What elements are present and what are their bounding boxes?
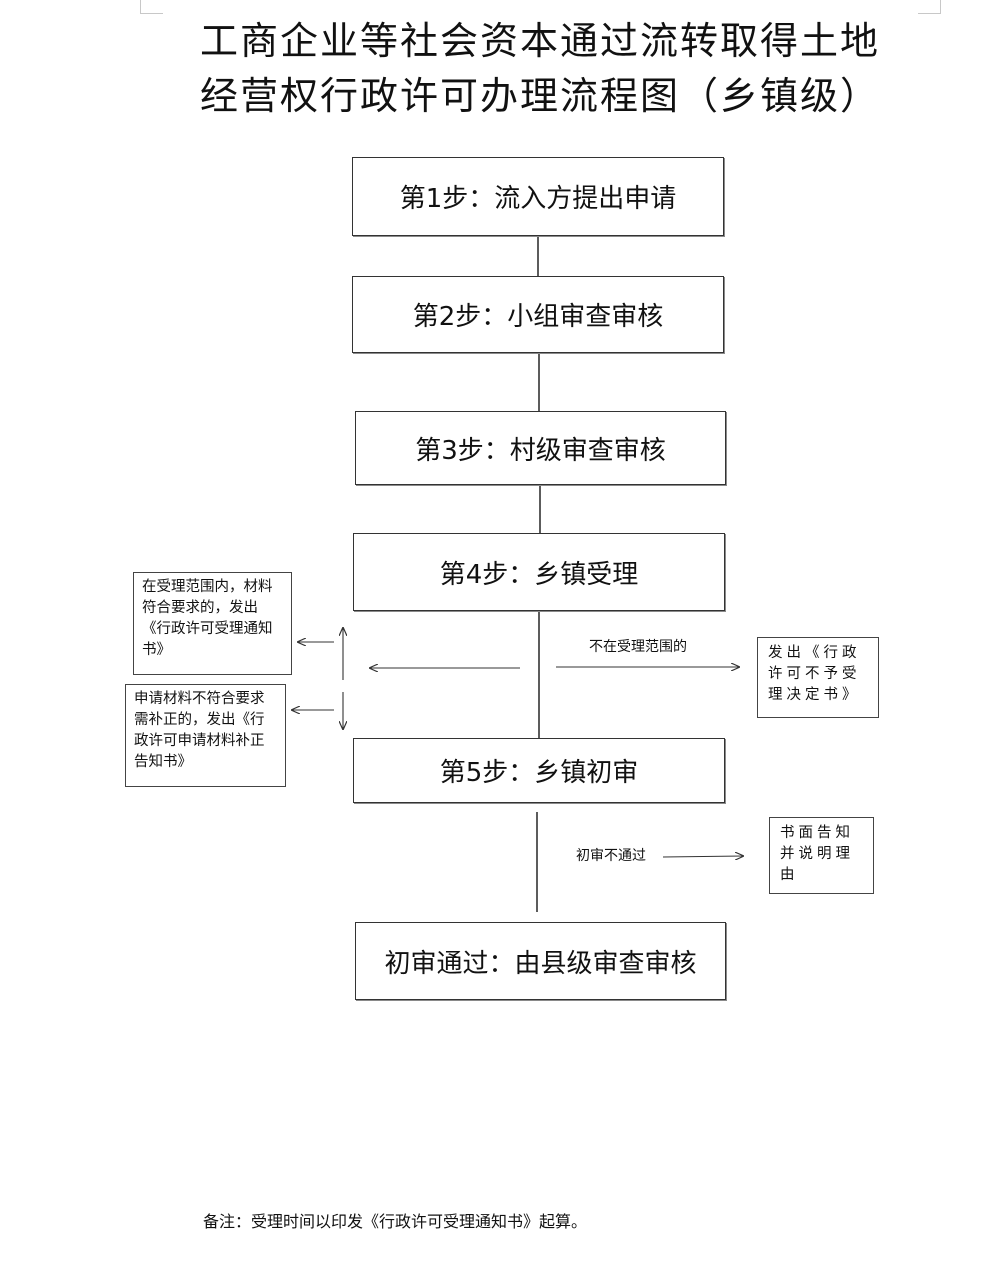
- arrow-to-notice-box: [662, 856, 743, 857]
- page-corner-mark-left: [140, 0, 163, 14]
- edge-label-not-in-scope: 不在受理范围的: [589, 639, 687, 655]
- edge-label-initial-fail: 初审不通过: [576, 848, 646, 864]
- accept-notice-box: 在受理范围内，材料符合要求的，发出《行政许可受理通知书》: [133, 572, 292, 675]
- step-1-box: 第1步：流入方提出申请: [352, 157, 724, 236]
- reject-decision-box: 发出《行政许可不予受理决定书》: [757, 637, 879, 718]
- written-notice-box: 书面告知并说明理由: [769, 817, 874, 894]
- step-5-box: 第5步：乡镇初审: [353, 738, 725, 803]
- page-corner-mark-right: [918, 0, 941, 14]
- page-title-line-2: 经营权行政许可办理流程图（乡镇级）: [200, 74, 881, 118]
- step-3-box: 第3步：村级审查审核: [355, 411, 726, 485]
- result-box: 初审通过：由县级审查审核: [355, 922, 726, 1000]
- page-title-line-1: 工商企业等社会资本通过流转取得土地: [200, 19, 881, 63]
- step-2-box: 第2步：小组审查审核: [352, 276, 724, 353]
- step-4-box: 第4步：乡镇受理: [353, 533, 725, 611]
- supplement-notice-box: 申请材料不符合要求需补正的，发出《行政许可申请材料补正告知书》: [125, 684, 286, 787]
- footnote: 备注：受理时间以印发《行政许可受理通知书》起算。: [203, 1212, 588, 1231]
